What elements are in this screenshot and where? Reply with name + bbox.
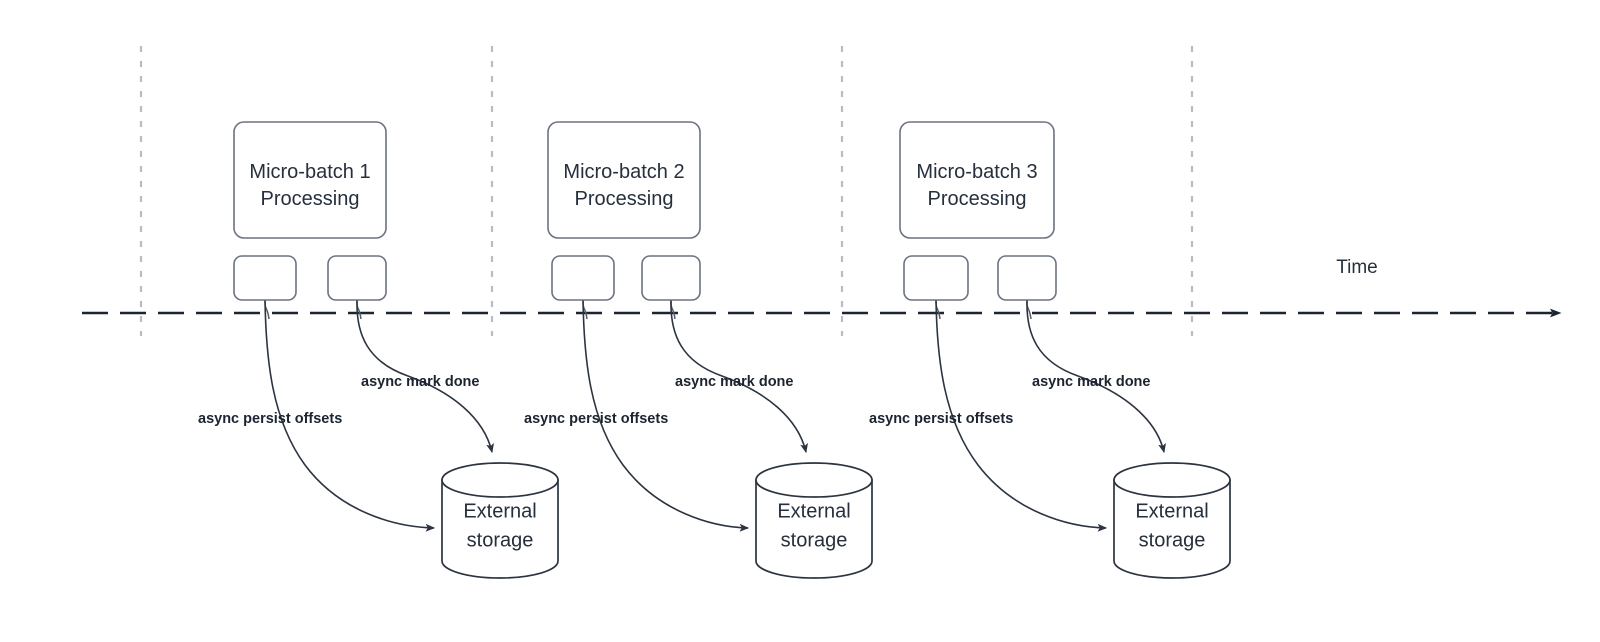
micro-batch-label-line2: Processing: [928, 188, 1027, 210]
external-storage-label-line2: storage: [781, 530, 848, 552]
node-group: [233, 121, 1231, 579]
async-mark-done-edge-3: [1026, 299, 1166, 454]
async-persist-offsets-edge-3-label: async persist offsets: [869, 411, 1013, 427]
persist-offsets-task-3[interactable]: [903, 255, 969, 301]
external-storage-label-line2: storage: [1139, 530, 1206, 552]
async-mark-done-edge-1-label: async mark done: [361, 374, 479, 390]
external-storage-cylinder-body[interactable]: [441, 479, 559, 579]
persist-offsets-task-2[interactable]: [551, 255, 615, 301]
micro-batch-label-line1: Micro-batch 3: [916, 161, 1037, 183]
micro-batch-label-line2: Processing: [261, 188, 360, 210]
external-storage-cylinder-body[interactable]: [1113, 479, 1231, 579]
micro-batch-label-line2: Processing: [575, 188, 674, 210]
micro-batch-box[interactable]: [547, 121, 701, 239]
mark-done-task-1[interactable]: [327, 255, 387, 301]
persist-offsets-task-1[interactable]: [233, 255, 297, 301]
async-persist-offsets-edge-1-label: async persist offsets: [198, 411, 342, 427]
async-mark-done-edge-2-label: async mark done: [675, 374, 793, 390]
external-storage-label-line1: External: [777, 501, 850, 523]
async-persist-offsets-edge-1: [264, 299, 436, 532]
async-mark-done-edge-1: [356, 299, 494, 454]
boundary-tick-group: [139, 46, 1194, 336]
external-storage-cylinder-top: [755, 462, 873, 498]
micro-batch-box[interactable]: [233, 121, 387, 239]
micro-batch-box[interactable]: [899, 121, 1055, 239]
external-storage-cylinder-top: [1113, 462, 1231, 498]
micro-batch-label-line1: Micro-batch 2: [563, 161, 684, 183]
external-storage-label-line1: External: [463, 501, 536, 523]
external-storage-label-line2: storage: [467, 530, 534, 552]
async-mark-done-edge-3-label: async mark done: [1032, 374, 1150, 390]
external-storage-label-line1: External: [1135, 501, 1208, 523]
async-persist-offsets-edge-2-label: async persist offsets: [524, 411, 668, 427]
mark-done-task-2[interactable]: [641, 255, 701, 301]
mark-done-task-3[interactable]: [997, 255, 1057, 301]
edge-group: [264, 299, 1166, 532]
async-mark-done-edge-2: [670, 299, 808, 454]
async-persist-offsets-edge-3: [935, 299, 1108, 532]
micro-batch-label-line1: Micro-batch 1: [249, 161, 370, 183]
external-storage-cylinder-body[interactable]: [755, 479, 873, 579]
time-axis-label: Time: [1336, 257, 1378, 278]
async-persist-offsets-edge-2: [582, 299, 750, 532]
time-axis-group: Time: [82, 257, 1562, 318]
external-storage-cylinder-top: [441, 462, 559, 498]
